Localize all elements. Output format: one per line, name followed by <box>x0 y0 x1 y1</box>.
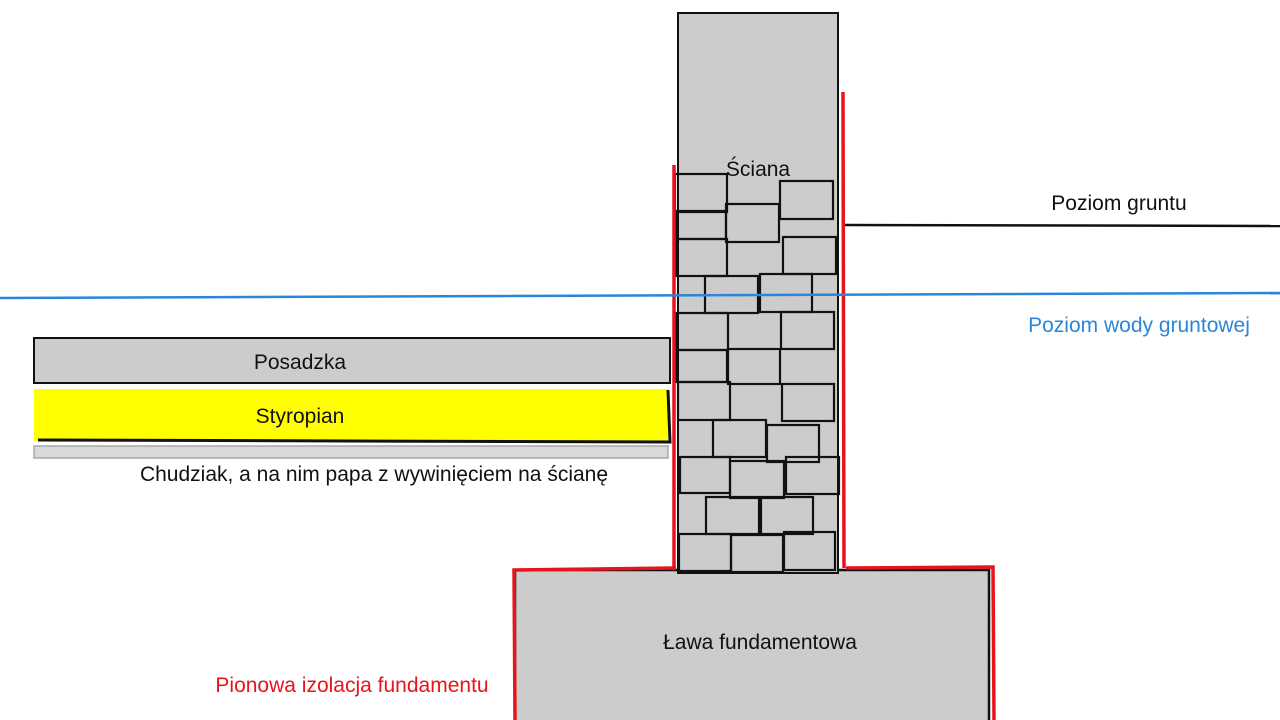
wall-block <box>724 202 781 244</box>
groundwater-level-line <box>0 291 1280 300</box>
insulation-right-wall <box>841 91 846 569</box>
wall-label: Ściana <box>726 157 791 181</box>
styrofoam-label: Styropian <box>256 405 345 428</box>
vertical-insulation <box>512 91 996 720</box>
wall-block <box>759 495 815 536</box>
wall-block <box>782 530 837 572</box>
wall-block <box>674 237 729 278</box>
wall-block <box>765 423 821 464</box>
wall-blocks <box>673 172 841 574</box>
wall-block <box>779 310 836 351</box>
wall-block <box>780 382 836 423</box>
footing-label: Ława fundamentowa <box>663 631 857 654</box>
floor-label: Posadzka <box>254 351 347 374</box>
ground-level-label: Poziom gruntu <box>1051 192 1186 215</box>
floor-screed <box>33 337 671 384</box>
insulation-footing-left <box>512 566 677 720</box>
wall-block <box>778 179 835 221</box>
subfloor-slab <box>33 445 669 459</box>
ground-level-line <box>844 223 1280 228</box>
wall-block <box>726 347 782 386</box>
wall-block <box>676 380 732 422</box>
footing <box>513 568 991 720</box>
styrofoam-edge <box>37 389 672 444</box>
styrofoam-layer <box>34 389 668 441</box>
vertical-insulation-label: Pionowa izolacja fundamentu <box>215 674 488 697</box>
subfloor-label: Chudziak, a na nim papa z wywinięciem na… <box>140 463 608 486</box>
groundwater-level-label: Poziom wody gruntowej <box>1028 314 1250 337</box>
insulation-footing-right <box>845 565 996 720</box>
wall-block <box>784 455 841 496</box>
